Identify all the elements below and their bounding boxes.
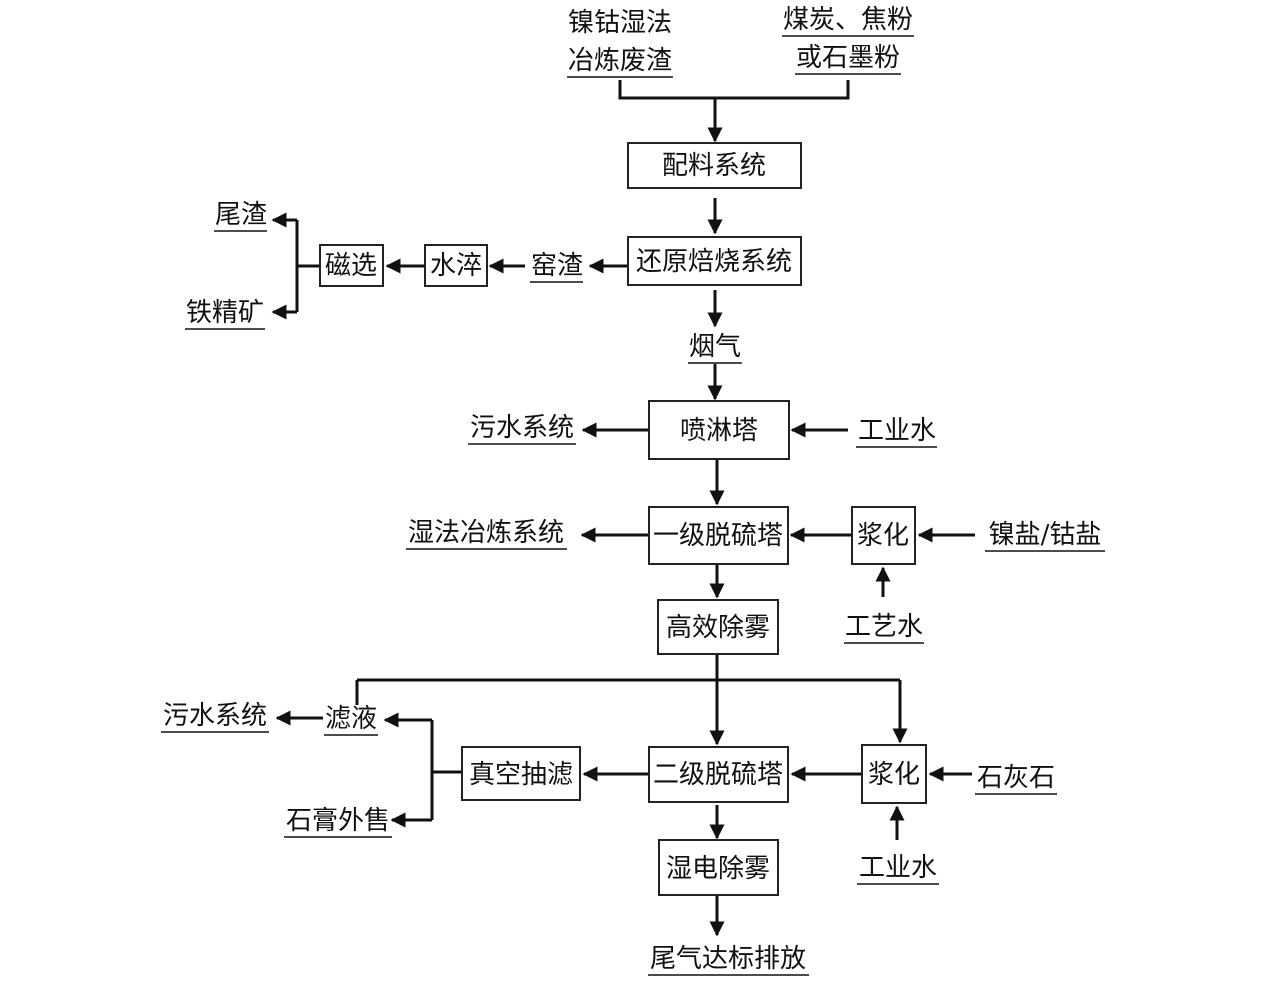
desulf-2-box — [648, 746, 789, 803]
demist-high-box — [657, 599, 779, 655]
sewage-2-label: 污水系统 — [163, 701, 267, 731]
process-boxes: 配料系统 还原焙烧系统 水淬 磁选 喷淋塔 一级脱硫塔 浆化 高效除雾 二级脱硫… — [319, 142, 927, 896]
slurry-1-label: 浆化 — [857, 521, 909, 551]
vacuum-filter-box — [461, 746, 581, 801]
wet-esp-label: 湿电除雾 — [666, 854, 770, 884]
wet-esp-box — [658, 839, 779, 896]
slag-input-line1: 镍钴湿法 — [568, 8, 672, 38]
roasting-label: 还原焙烧系统 — [636, 247, 792, 277]
water-quench-box — [424, 244, 488, 287]
kiln-slag-label: 窑渣 — [531, 251, 583, 281]
desulf-1-box — [648, 506, 789, 565]
roasting-box — [627, 236, 802, 286]
slag-input-line2: 冶炼废渣 — [568, 46, 672, 76]
ni-co-salt-label: 镍盐/钴盐 — [989, 520, 1102, 550]
batching-box — [627, 142, 802, 189]
batching-label: 配料系统 — [662, 151, 766, 181]
vacuum-filter-label: 真空抽滤 — [469, 760, 573, 790]
slurry-2-box — [861, 744, 927, 804]
slurry-2-label: 浆化 — [868, 760, 920, 790]
sewage-1-label: 污水系统 — [470, 413, 574, 443]
filtrate-label: 滤液 — [325, 704, 377, 734]
flue-gas-label: 烟气 — [689, 332, 741, 362]
iron-concentrate-label: 铁精矿 — [186, 298, 264, 328]
slurry-1-box — [851, 506, 916, 565]
hydromet-system-label: 湿法冶炼系统 — [408, 518, 564, 548]
exhaust-label: 尾气达标排放 — [650, 944, 806, 974]
process-water-label: 工艺水 — [845, 612, 923, 642]
connectors — [271, 80, 975, 937]
tailings-label: 尾渣 — [215, 200, 267, 230]
water-quench-label: 水淬 — [430, 251, 482, 281]
industrial-water-2-label: 工业水 — [859, 853, 937, 883]
limestone-label: 石灰石 — [977, 763, 1055, 793]
stream-labels: 镍钴湿法 冶炼废渣 煤炭、焦粉 或石墨粉 尾渣 铁精矿 窑渣 烟气 污水系统 工… — [161, 5, 1105, 976]
industrial-water-1-label: 工业水 — [858, 416, 936, 446]
desulf-1-label: 一级脱硫塔 — [653, 521, 783, 551]
demist-high-label: 高效除雾 — [666, 613, 770, 643]
magnetic-sep-label: 磁选 — [325, 251, 377, 281]
gypsum-label: 石膏外售 — [286, 806, 390, 836]
input-slag-line — [618, 80, 850, 100]
spray-tower-label: 喷淋塔 — [680, 416, 758, 446]
reductant-input-line1: 煤炭、焦粉 — [783, 5, 913, 35]
desulf-2-label: 二级脱硫塔 — [653, 760, 783, 790]
magnetic-sep-box — [319, 244, 384, 287]
reductant-input-line2: 或石墨粉 — [796, 43, 900, 73]
spray-tower-box — [648, 400, 790, 460]
